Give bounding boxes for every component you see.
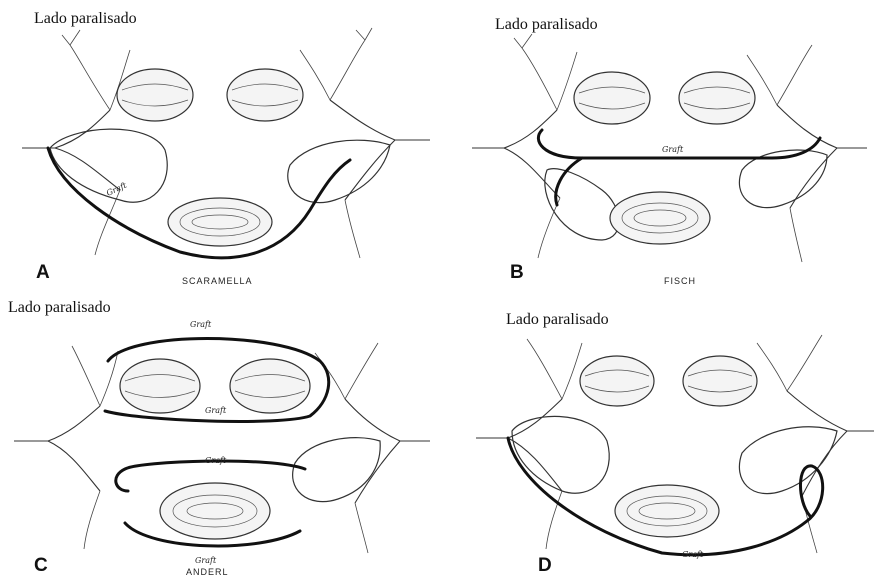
panel-letter: D bbox=[538, 555, 552, 577]
panel-letter: A bbox=[36, 262, 50, 284]
right-eye bbox=[227, 69, 303, 121]
panel-letter: B bbox=[510, 262, 524, 284]
mouth bbox=[168, 198, 272, 246]
author-label: FISCH bbox=[664, 276, 696, 286]
facial-nerve-diagram-b: Graft bbox=[442, 0, 883, 291]
graft-label: Graft bbox=[205, 406, 227, 415]
panel-d: Graft Lado paralisado D bbox=[442, 291, 883, 582]
graft-label: Graft bbox=[205, 456, 227, 465]
author-label: ANDERL bbox=[186, 567, 229, 577]
panel-heading: Lado paralisado bbox=[34, 10, 137, 28]
panel-a: Graft Lado paralisado A SCARAMELLA bbox=[0, 0, 441, 291]
panel-heading: Lado paralisado bbox=[506, 311, 609, 329]
panel-heading: Lado paralisado bbox=[495, 16, 598, 34]
facial-nerve-diagram-d: Graft bbox=[442, 291, 883, 582]
panel-c: Graft Graft Graft Graft Lado paralisado … bbox=[0, 291, 441, 582]
panel-heading: Lado paralisado bbox=[8, 299, 111, 317]
graft-label: Graft bbox=[105, 180, 129, 197]
graft-label: Graft bbox=[662, 145, 684, 154]
graft-label: Graft bbox=[195, 556, 217, 565]
left-eye bbox=[117, 69, 193, 121]
graft-label: Graft bbox=[682, 550, 704, 559]
facial-nerve-diagram-c: Graft Graft Graft Graft bbox=[0, 291, 441, 582]
panel-b: Graft Lado paralisado B FISCH bbox=[442, 0, 883, 291]
panel-letter: C bbox=[34, 555, 48, 577]
graft-label: Graft bbox=[190, 320, 212, 329]
facial-nerve-diagram-a: Graft bbox=[0, 0, 441, 291]
author-label: SCARAMELLA bbox=[182, 276, 253, 286]
